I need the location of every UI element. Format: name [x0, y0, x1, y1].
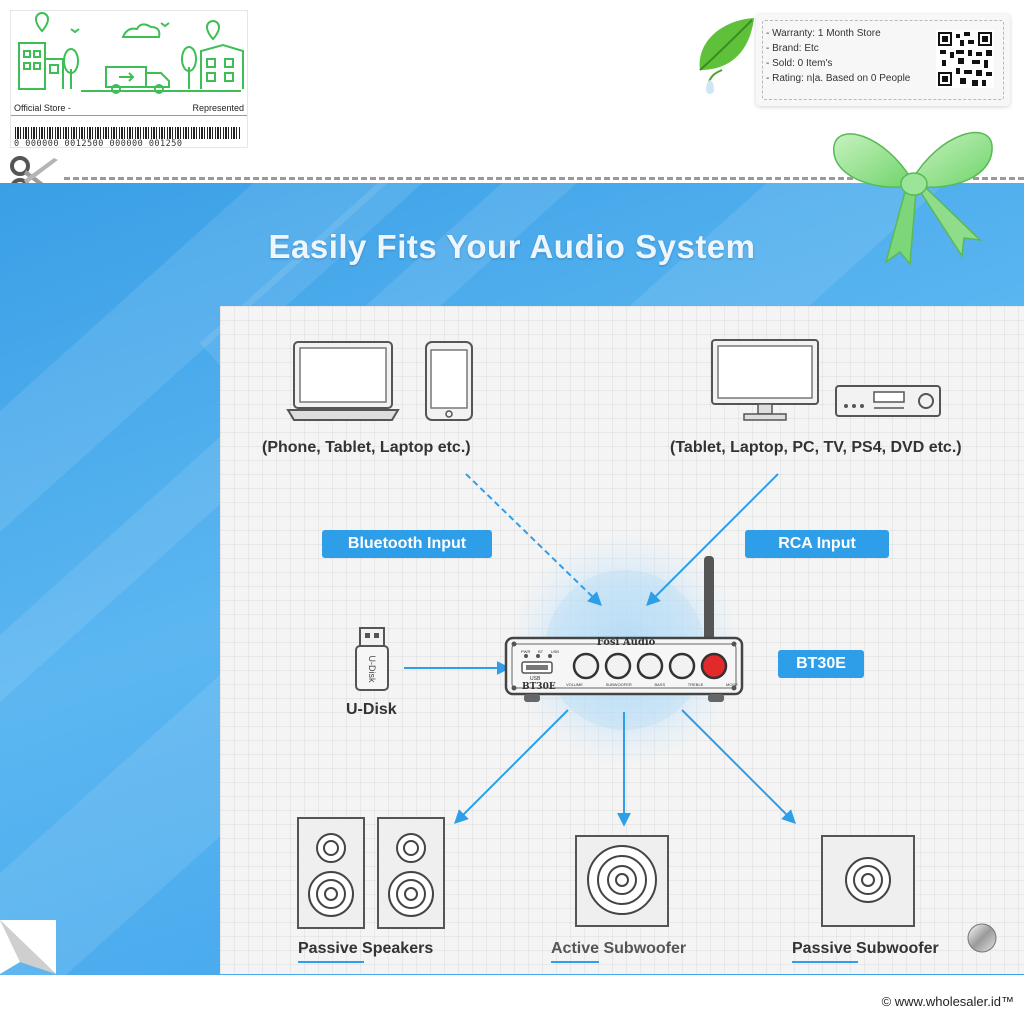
rca-input-label: RCA Input	[745, 530, 889, 558]
amp-knob-label: MODE	[726, 682, 738, 687]
antenna	[704, 556, 714, 640]
passive-speakers-icon	[297, 817, 445, 929]
amp-model: BT30E	[522, 682, 556, 692]
bluetooth-sources-caption: (Phone, Tablet, Laptop etc.)	[262, 439, 471, 456]
qr-code-icon[interactable]	[936, 30, 994, 88]
rca-sources-caption: (Tablet, Laptop, PC, TV, PS4, DVD etc.)	[670, 439, 962, 456]
store-label-right: Represented	[192, 103, 244, 113]
city-illustration	[18, 12, 244, 94]
usb-stick-text: U-Disk	[367, 655, 377, 683]
copyright-footer: © www.wholesaler.id™	[881, 994, 1014, 1009]
rating-text: - Rating: n|a. Based on 0 People	[766, 73, 911, 84]
model-badge: BT30E	[778, 650, 864, 678]
active-subwoofer-label: Active Subwoofer	[551, 940, 687, 957]
amp-knob-label: SUBWOOFER	[605, 682, 632, 687]
store-label-left: Official Store -	[14, 103, 71, 113]
amp-indicators: PWR BT USB	[521, 649, 559, 654]
amp-indicator-label: PWR	[521, 649, 531, 654]
active-subwoofer-underline	[551, 961, 599, 963]
amp-knob-label: TREBLE	[687, 682, 704, 687]
amplifier-device	[504, 556, 744, 702]
warranty-text: - Warranty: 1 Month Store	[766, 28, 881, 39]
amp-indicator-label: USB	[550, 649, 559, 654]
amp-knob-label: BASS	[654, 682, 666, 687]
brand-text: - Brand: Etc	[766, 43, 819, 54]
store-card: Official Store - Represented 0 000000 00…	[10, 10, 248, 149]
page-title: Easily Fits Your Audio System	[268, 228, 756, 265]
product-info-box: - Warranty: 1 Month Store - Brand: Etc -…	[756, 14, 1010, 106]
passive-subwoofer-icon	[821, 835, 915, 927]
monitor-icon	[711, 339, 819, 421]
laptop-icon	[286, 341, 400, 421]
amp-knob-label: VOLUME	[566, 682, 583, 687]
mode-button	[700, 652, 728, 680]
passive-subwoofer-label: Passive Subwoofer	[792, 940, 939, 957]
udisk-label: U-Disk	[346, 701, 397, 718]
amp-indicator-label: BT	[537, 649, 544, 654]
leaf-icon	[699, 18, 754, 94]
info-border	[762, 20, 1004, 100]
active-subwoofer-icon	[575, 835, 669, 927]
ribbon-bow-icon	[833, 131, 993, 266]
amp-brand: Fosi Audio	[596, 637, 656, 648]
sold-text: - Sold: 0 Item's	[766, 58, 833, 69]
bluetooth-input-label: Bluetooth Input	[322, 530, 492, 558]
amp-knobs	[572, 652, 728, 680]
usb-stick-icon	[355, 627, 389, 691]
barcode-number: 0 000000 0012500 000000 001250	[14, 139, 183, 149]
amp-usb-label: USB	[530, 676, 541, 682]
amp-knob-labels: VOLUME SUBWOOFER BASS TREBLE MODE	[566, 682, 738, 687]
metal-button-icon[interactable]	[966, 922, 998, 954]
smartphone-icon	[425, 341, 473, 421]
passive-speakers-label: Passive Speakers	[298, 940, 434, 957]
cut-line	[64, 177, 1024, 180]
page-curl-icon	[0, 920, 56, 974]
dvd-player-icon	[835, 385, 941, 417]
passive-subwoofer-underline	[792, 961, 858, 963]
passive-speakers-underline	[298, 961, 364, 963]
barcode	[15, 127, 241, 139]
